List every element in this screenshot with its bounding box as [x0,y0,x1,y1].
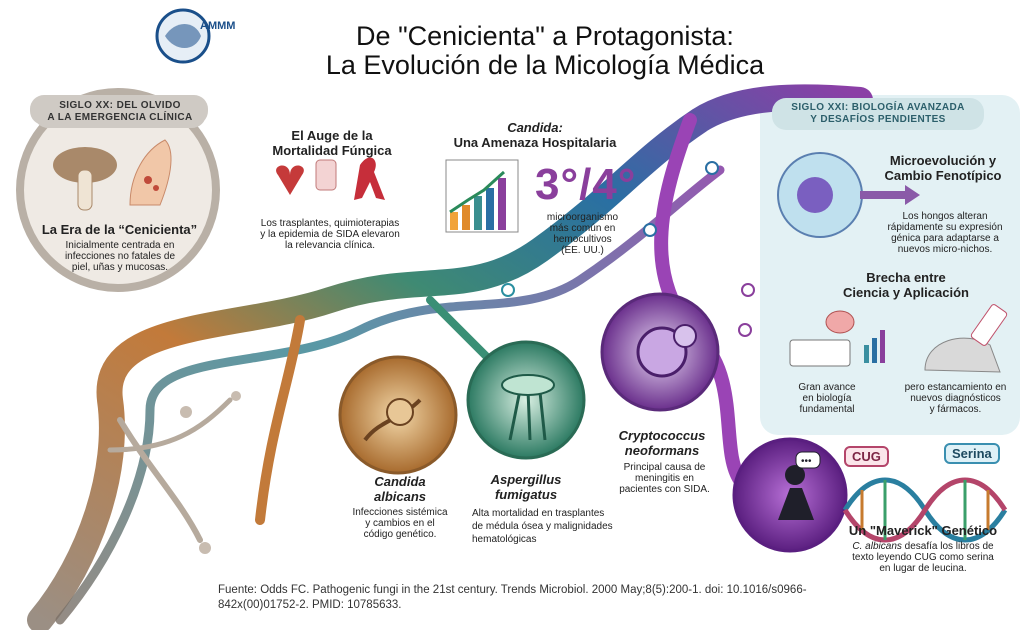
svg-text:•••: ••• [801,456,812,467]
micro-title-2: Cambio Fenotípico [884,168,1002,183]
brecha-right-1: pero estancamiento en [904,382,1007,393]
cenicienta-title: La Era de la “Cenicienta” [41,222,198,237]
candida-name-1: Candida [374,474,426,489]
candida-text-1: Infecciones sistémica [352,507,448,518]
era20-pill-line-1: SIGLO XX: DEL OLVIDO [59,100,181,111]
brecha-right-3: y fármacos. [929,404,982,415]
micro-text: Los hongos alteran rápidamente su expres… [875,211,1015,255]
candida-rank: 3°/4° [535,160,637,209]
auge-text-3: la relevancia clínica. [284,240,376,251]
cenicienta-text: Inicialmente centrada en infecciones no … [40,240,200,273]
badge-cug: CUG [844,446,889,467]
candida-hosp-text: microorganismo más común en hemocultivos… [535,212,630,256]
maverick-species: C. albicans [852,541,902,552]
brecha-right-text: pero estancamiento en nuevos diagnóstico… [893,382,1018,415]
auge-title-line-2: Mortalidad Fúngica [272,143,392,158]
asper-text: Alta mortalidad en trasplantes de médula… [472,507,652,546]
candida-text-2: y cambios en el [365,518,435,529]
era20-pill: SIGLO XX: DEL OLVIDO A LA EMERGENCIA CLÍ… [34,96,206,128]
maverick-text-1: C. albicans desafía los libros de [828,541,1018,552]
page-title: De "Cenicienta" a Protagonista: La Evolu… [200,22,890,80]
auge-text-2: y la epidemia de SIDA elevaron [260,229,400,240]
auge-text: Los trasplantes, quimioterapias y la epi… [245,218,415,251]
logo-text: AMMM [200,20,236,32]
auge-text-1: Los trasplantes, quimioterapias [260,218,400,229]
candida-hosp-title: Candida: Una Amenaza Hospitalaria [430,120,640,150]
asper-name-1: Aspergillus [490,472,562,487]
asper-name-2: fumigatus [494,487,558,502]
candida-hosp-text-4: (EE. UU.) [561,245,604,256]
brecha-title: Brecha entre Ciencia y Aplicación [826,270,986,300]
candida-text: Infecciones sistémica y cambios en el có… [338,507,462,540]
candida-hosp-text-3: hemocultivos [553,234,612,245]
era21-pill-line-1: SIGLO XXI: BIOLOGÍA AVANZADA [791,102,965,113]
title-line-2: La Evolución de la Micología Médica [325,50,765,80]
cenicienta-text-1: Inicialmente centrada en [65,240,175,251]
maverick-text-2: texto leyendo CUG como serina [852,552,994,563]
candida-hosp-title-1: Candida: [507,120,563,135]
maverick-title: Un "Maverick" Genético [848,523,998,538]
auge-title: El Auge de la Mortalidad Fúngica [262,128,402,158]
asper-text-3: hematológicas [472,534,537,545]
auge-title-line-1: El Auge de la [291,128,373,143]
candida-text-3: código genético. [363,529,437,540]
candida-name: Candida albicans [355,474,445,504]
micro-title-1: Microevolución y [889,153,997,168]
brecha-left-text: Gran avance en biología fundamental [782,382,872,415]
asper-text-1: Alta mortalidad en trasplantes [472,508,605,519]
crypto-name-1: Cryptococcus [618,428,706,443]
brecha-right-2: nuevos diagnósticos [910,393,1001,404]
crypto-text: Principal causa de meningitis en pacient… [612,462,717,495]
asper-name: Aspergillus fumigatus [476,472,576,502]
candida-name-2: albicans [373,489,427,504]
brecha-left-2: en biología [802,393,852,404]
micro-text-3: génica para adaptarse a [891,233,999,244]
crypto-name-2: neoformans [624,443,700,458]
title-line-1: De "Cenicienta" a Protagonista: [356,21,734,51]
asper-text-2: de médula ósea y malignidades [472,521,613,532]
candida-hosp-text-2: más común en [549,223,616,234]
maverick-text-1-rest: desafía los libros de [901,541,994,552]
brecha-left-3: fundamental [799,404,855,415]
badge-serina: Serina [944,443,1000,464]
micro-title: Microevolución y Cambio Fenotípico [868,153,1018,183]
source-caption: Fuente: Odds FC. Pathogenic fungi in the… [218,583,908,613]
micro-text-2: rápidamente su expresión [887,222,1003,233]
crypto-text-3: pacientes con SIDA. [619,484,710,495]
era21-pill-line-2: Y DESAFÍOS PENDIENTES [810,114,946,125]
brecha-title-2: Ciencia y Aplicación [843,285,969,300]
brecha-left-1: Gran avance [798,382,856,393]
micro-text-4: nuevos micro-nichos. [897,244,993,255]
maverick-text-3: en lugar de leucina. [879,563,967,574]
era21-pill: SIGLO XXI: BIOLOGÍA AVANZADA Y DESAFÍOS … [772,98,984,130]
cenicienta-text-2: infecciones no fatales de [64,251,176,262]
micro-text-1: Los hongos alteran [902,211,988,222]
crypto-text-1: Principal causa de [623,462,706,473]
source-line-2: 842x(00)01752-2. PMID: 10785633. [218,599,402,611]
crypto-name: Cryptococcus neoformans [612,428,712,458]
crypto-text-2: meningitis en [635,473,694,484]
era20-pill-line-2: A LA EMERGENCIA CLÍNICA [47,112,193,123]
cenicienta-text-3: piel, uñas y mucosas. [71,262,169,273]
candida-hosp-text-1: microorganismo [546,212,619,223]
brecha-title-1: Brecha entre [866,270,946,285]
source-line-1: Fuente: Odds FC. Pathogenic fungi in the… [218,584,807,596]
candida-hosp-title-2: Una Amenaza Hospitalaria [453,135,617,150]
maverick-text: C. albicans desafía los libros de texto … [828,541,1018,574]
